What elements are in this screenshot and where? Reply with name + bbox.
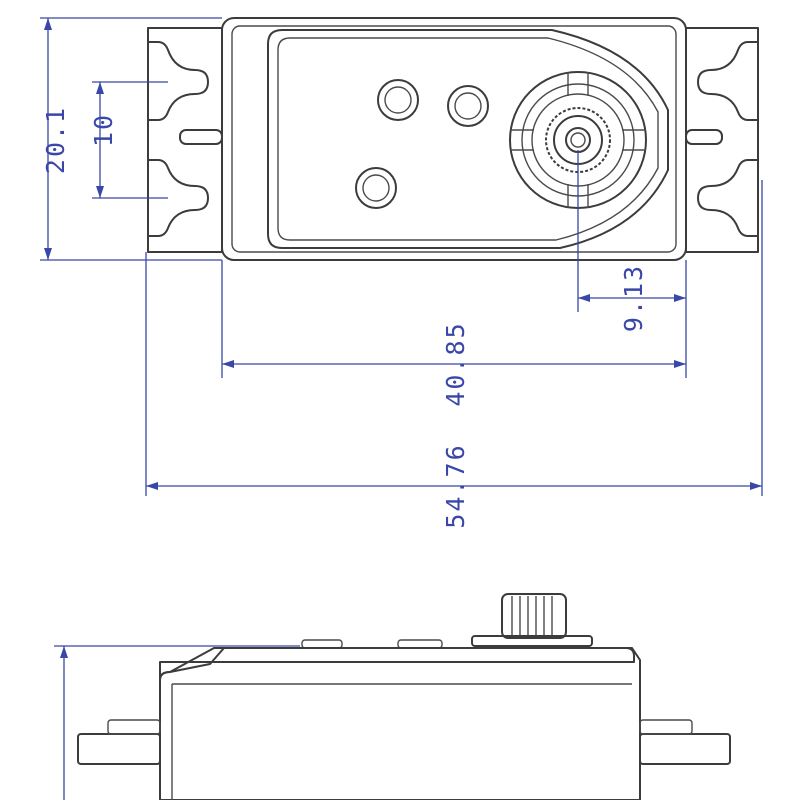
top-plate-bump (397, 639, 443, 649)
screw-hole-3-inner (362, 174, 390, 202)
mounting-tab-right (685, 129, 723, 145)
servo-top-cover-inner (277, 37, 659, 241)
side-flange-left-top (107, 719, 161, 735)
side-case-top (159, 647, 635, 681)
dim-arrow (44, 248, 52, 260)
servo-case-inner (231, 25, 677, 253)
dim-arrow (674, 360, 686, 368)
servo-side-view (77, 593, 731, 800)
side-flange-right-top (639, 719, 693, 735)
dim-arrow (96, 82, 104, 94)
screw-hole-3 (355, 167, 397, 209)
dim-arrow (96, 186, 104, 198)
dim-arrow (750, 482, 762, 490)
servo-top-cover (267, 29, 669, 249)
servo-case-outline (221, 17, 687, 261)
mounting-tab-left (179, 129, 223, 145)
side-flange-left (77, 733, 161, 765)
dim-arrow (674, 294, 686, 302)
servo-top-view (147, 17, 759, 261)
dim-arrow (222, 360, 234, 368)
output-gear-side (501, 593, 567, 639)
dim-label-body-length: 40.85 (441, 321, 470, 406)
dim-arrow (146, 482, 158, 490)
output-shaft-hole (565, 127, 591, 153)
screw-hole-2-inner (454, 92, 482, 120)
mounting-slot-right-bottom (697, 159, 758, 237)
side-view-dimensions (54, 645, 300, 800)
dim-label-hole-spacing: 10 (89, 113, 118, 147)
output-shaft-center (570, 132, 586, 148)
top-view-dimensions: 20.1 10 9.13 40.85 54.76 (40, 17, 763, 529)
dim-label-body-width: 20.1 (41, 106, 70, 174)
dim-arrow (44, 18, 52, 30)
mounting-flange-outline (147, 27, 223, 253)
dim-label-total-length: 54.76 (441, 443, 470, 528)
screw-hole-1-inner (384, 86, 412, 114)
mounting-slot-left-bottom (148, 159, 209, 237)
side-flange-right (639, 733, 731, 765)
top-plate-bump (301, 639, 343, 649)
side-case-cover (159, 647, 641, 800)
screw-hole-2 (447, 85, 489, 127)
mounting-slot-right-top (697, 41, 758, 121)
dim-arrow (60, 646, 68, 658)
dim-arrow (578, 294, 590, 302)
mounting-slot-left-top (148, 41, 209, 121)
output-gear-base (471, 635, 593, 647)
screw-hole-1 (377, 79, 419, 121)
dim-label-output-offset: 9.13 (619, 264, 648, 332)
